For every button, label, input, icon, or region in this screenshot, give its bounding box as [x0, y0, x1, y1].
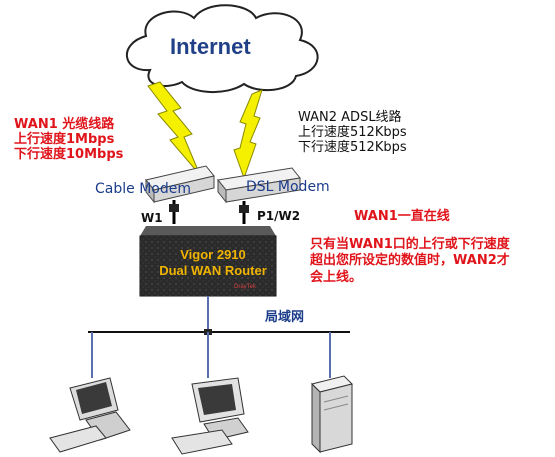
- port-p1w2-label: P1/W2: [257, 209, 301, 223]
- wan1-info: WAN1 光缆线路 上行速度1Mbps 下行速度10Mbps: [14, 117, 124, 163]
- wan1-line: 下行速度10Mbps: [14, 146, 124, 162]
- router-brand-badge: DrayTek: [234, 284, 257, 290]
- cable-modem-label: Cable Modem: [95, 181, 191, 197]
- note-line: 只有当WAN1口的上行或下行速度: [310, 237, 510, 252]
- note-line: 会上线。: [310, 269, 363, 285]
- router-icon: [139, 226, 277, 297]
- server-icon: [311, 375, 353, 454]
- lan-label: 局域网: [265, 310, 305, 325]
- wan2-line: 上行速度512Kbps: [298, 124, 407, 140]
- wan1-online-note: WAN1一直在线: [354, 209, 450, 224]
- port-w1-label: W1: [141, 211, 163, 225]
- desktop-pc-icon: [171, 377, 249, 455]
- router-label: Vigor 2910 Dual WAN Router: [150, 247, 276, 280]
- cloud-icon: [126, 4, 319, 94]
- wan1-line: 上行速度1Mbps: [14, 131, 115, 147]
- note-line: 超出您所设定的数值时，WAN2才: [310, 253, 510, 269]
- dsl-modem-label: DSL Modem: [246, 179, 330, 195]
- failover-condition-note: 只有当WAN1口的上行或下行速度 超出您所设定的数值时，WAN2才 会上线。: [310, 237, 510, 286]
- wan2-line: 下行速度512Kbps: [298, 139, 407, 155]
- internet-label: Internet: [170, 34, 251, 59]
- modem-icon: [217, 167, 301, 204]
- lightning-icon: [233, 89, 263, 180]
- desktop-pc-icon: [49, 377, 131, 453]
- wan2-info: WAN2 ADSL线路 上行速度512Kbps 下行速度512Kbps: [298, 110, 407, 156]
- router-model: Vigor 2910: [180, 247, 246, 262]
- wan1-line: WAN1 光缆线路: [14, 117, 115, 132]
- modem-icon: [145, 165, 215, 204]
- router-type: Dual WAN Router: [159, 263, 267, 279]
- lightning-icon: [147, 81, 201, 176]
- wan2-line: WAN2 ADSL线路: [298, 110, 402, 125]
